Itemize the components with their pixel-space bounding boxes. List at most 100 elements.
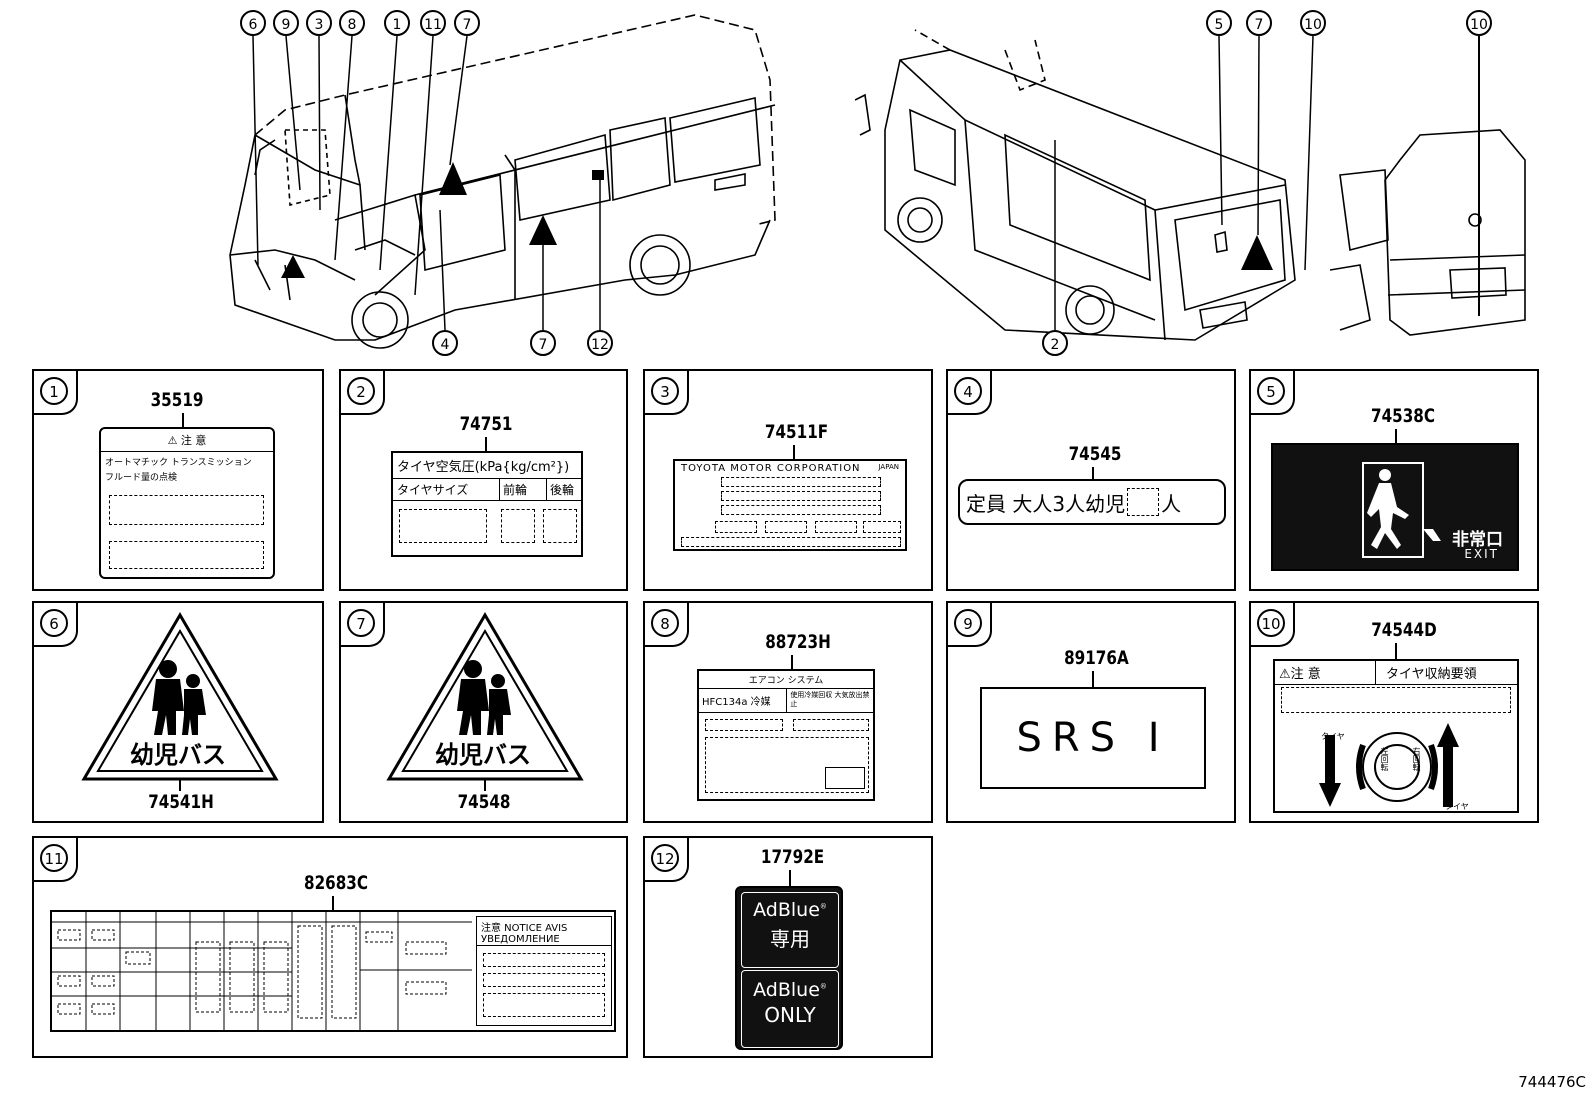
panel-tab: 9 xyxy=(948,603,992,647)
exit-figure-icon xyxy=(1362,462,1441,558)
callout-4[interactable]: 4 xyxy=(432,330,458,356)
callout-11[interactable]: 11 xyxy=(420,10,446,36)
label-74538C: 非常口 EXIT xyxy=(1271,443,1519,571)
position-marker-7a xyxy=(439,162,467,195)
leader-lines-front xyxy=(252,35,601,331)
label-title: タイヤ空気圧(kPa{kg/cm²}) xyxy=(393,453,581,479)
panel-tab: 3 xyxy=(645,371,689,415)
position-marker-7b xyxy=(529,215,557,245)
leader-line xyxy=(1092,671,1094,687)
panel-11[interactable]: 11 82683C xyxy=(32,836,628,1058)
panel-tab: 4 xyxy=(948,371,992,415)
part-number: 74511F xyxy=(764,421,829,443)
part-number: 74548 xyxy=(457,791,511,813)
callout-7[interactable]: 7 xyxy=(454,10,480,36)
triangle-text: 幼児バス xyxy=(130,741,226,769)
panel-tab: 8 xyxy=(645,603,689,647)
panel-2[interactable]: 2 74751 タイヤ空気圧(kPa{kg/cm²}) タイヤサイズ 前輪 後輪 xyxy=(339,369,628,591)
placeholder-box xyxy=(705,737,869,793)
label-17792E: AdBlue® 専用 AdBlue® ONLY xyxy=(735,886,843,1050)
callout-1[interactable]: 1 xyxy=(384,10,410,36)
srs-text: SRS I xyxy=(1016,715,1170,761)
part-number: 74751 xyxy=(459,413,513,435)
label-text: 定員 大人3人幼児 xyxy=(966,491,1126,516)
panel-10[interactable]: 10 74544D ⚠注 意 タイヤ収納要領 タイヤ タイヤ xyxy=(1249,601,1539,823)
panel-number: 5 xyxy=(1257,377,1285,405)
label-column: タイヤサイズ xyxy=(393,479,500,500)
bus-front-left-drawing xyxy=(229,14,776,349)
placeholder-box xyxy=(501,509,535,543)
leader-line xyxy=(791,655,793,669)
panel-8[interactable]: 8 88723H エアコン システム HFC134a 冷媒 使用冷媒回収 大気放… xyxy=(643,601,933,823)
panel-5[interactable]: 5 74538C 非常口 EXIT xyxy=(1249,369,1539,591)
panel-number: 8 xyxy=(651,609,679,637)
part-number: 82683C xyxy=(304,872,369,894)
callout-2[interactable]: 2 xyxy=(1042,330,1068,356)
leader-line xyxy=(332,896,334,912)
caution-heading: ⚠ 注 意 xyxy=(101,429,273,452)
panel-number: 9 xyxy=(954,609,982,637)
panel-12[interactable]: 12 17792E AdBlue® 専用 AdBlue® ONLY xyxy=(643,836,933,1058)
adblue-jp: 専用 xyxy=(770,927,810,951)
child-bus-warning-triangle xyxy=(386,612,584,781)
bus-rear-detail-view xyxy=(1329,120,1530,350)
part-number: 74544D xyxy=(1371,619,1437,641)
panel-tab: 12 xyxy=(645,838,689,882)
panel-number: 2 xyxy=(347,377,375,405)
exit-en-text: EXIT xyxy=(1464,547,1499,561)
tire-rotation-diagram xyxy=(1319,723,1459,807)
leader-10-detail xyxy=(1478,36,1480,316)
label-table-grid xyxy=(52,912,472,1030)
panel-9[interactable]: 9 89176A SRS I xyxy=(946,601,1236,823)
adblue-only: ONLY xyxy=(764,1003,816,1027)
panel-7[interactable]: 7 幼児バス 74548 xyxy=(339,601,628,823)
part-number: 17792E xyxy=(760,846,825,868)
leader-line xyxy=(789,870,791,886)
panel-1[interactable]: 1 35519 ⚠ 注 意 オートマチック トランスミッション フルード量の点検 xyxy=(32,369,324,591)
part-number: 74545 xyxy=(1068,443,1122,465)
placeholder-box xyxy=(109,541,264,569)
panel-3[interactable]: 3 74511F TOYOTA MOTOR CORPORATION JAPAN xyxy=(643,369,933,591)
label-35519: ⚠ 注 意 オートマチック トランスミッション フルード量の点検 xyxy=(99,427,275,579)
label-74545: 定員 大人3人幼児 人 xyxy=(958,479,1226,525)
part-number: 35519 xyxy=(150,389,204,411)
panel-number: 11 xyxy=(40,844,68,872)
placeholder-box xyxy=(483,973,605,987)
label-row: HFC134a 冷媒 使用冷媒回収 大気放出禁止 xyxy=(699,689,873,713)
callout-6[interactable]: 6 xyxy=(240,10,266,36)
leader-line xyxy=(1395,643,1397,659)
leader-line xyxy=(1395,429,1397,443)
callout-5[interactable]: 5 xyxy=(1206,10,1232,36)
placeholder-box xyxy=(863,521,901,533)
callout-9[interactable]: 9 xyxy=(273,10,299,36)
panel-number: 12 xyxy=(651,844,679,872)
callout-7-rear[interactable]: 7 xyxy=(1246,10,1272,36)
callout-10-detail[interactable]: 10 xyxy=(1466,10,1492,36)
leader-line xyxy=(182,413,184,429)
placeholder-box xyxy=(483,993,605,1017)
callout-3[interactable]: 3 xyxy=(306,10,332,36)
callout-10-rear[interactable]: 10 xyxy=(1300,10,1326,36)
panel-number: 3 xyxy=(651,377,679,405)
label-column: 前輪 xyxy=(500,479,547,500)
note-text: 使用冷媒回収 大気放出禁止 xyxy=(790,691,870,708)
rotation-right-text: 右回転 xyxy=(1412,747,1421,771)
panel-tab: 6 xyxy=(34,603,78,647)
callout-7-bottom[interactable]: 7 xyxy=(530,330,556,356)
part-number: 74538C xyxy=(1371,405,1436,427)
figure-id: 744476C xyxy=(1518,1073,1586,1091)
bus-rear-right-view xyxy=(854,20,1315,360)
callout-12[interactable]: 12 xyxy=(587,330,613,356)
refrigerant-text: HFC134a 冷媒 xyxy=(699,689,788,712)
callout-8[interactable]: 8 xyxy=(339,10,365,36)
notice-ru-text: УВЕДОМЛЕНИЕ xyxy=(477,934,611,946)
panel-tab: 7 xyxy=(341,603,385,647)
rotation-left-text: 左回転 xyxy=(1380,747,1389,771)
panel-6[interactable]: 6 幼児バス 74541H xyxy=(32,601,324,823)
leader-line xyxy=(179,779,181,791)
leader-line xyxy=(1092,467,1094,479)
panel-number: 10 xyxy=(1257,609,1285,637)
caution-heading: ⚠注 意 xyxy=(1275,661,1376,684)
placeholder-box xyxy=(681,537,901,547)
panel-4[interactable]: 4 74545 定員 大人3人幼児 人 xyxy=(946,369,1236,591)
